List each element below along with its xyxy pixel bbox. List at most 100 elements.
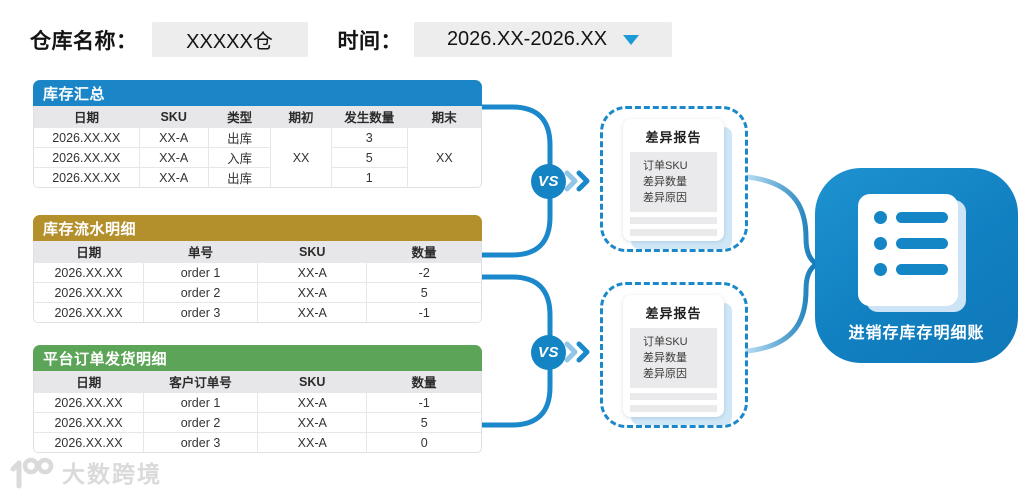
table-header-row: 日期 客户订单号 SKU 数量 <box>34 371 481 393</box>
cell-sku: XX-A <box>138 167 209 187</box>
cell-sku: XX-A <box>256 282 367 303</box>
cell-type: 出库 <box>207 127 271 148</box>
watermark: 大数跨境 <box>10 455 162 489</box>
cell-sku: XX-A <box>256 432 367 452</box>
table-row: 2026.XX.XX order 2 XX-A 5 <box>34 412 481 433</box>
report-field: 差异原因 <box>643 368 687 380</box>
column-header: 期初 <box>270 106 332 128</box>
warehouse-name-label: 仓库名称： <box>30 29 138 53</box>
list-row-icon <box>874 211 958 224</box>
inventory-summary-table: 库存汇总 日期 SKU 类型 期初 发生数量 期末 2026.XX.XX XX-… <box>33 80 482 188</box>
cell-order: order 3 <box>143 432 258 452</box>
difference-report-frame: 差异报告 订单SKU 差异数量 差异原因 <box>600 106 748 252</box>
chevron-right-icon <box>564 170 578 192</box>
cell-order: order 1 <box>143 262 258 283</box>
time-range-dropdown[interactable]: 2026.XX-2026.XX <box>414 22 672 57</box>
cell-qty: 5 <box>366 412 481 433</box>
column-header: 数量 <box>366 371 481 393</box>
ledger-document-icon <box>858 194 958 306</box>
cell-date: 2026.XX.XX <box>34 167 140 187</box>
column-header: 期末 <box>407 106 481 128</box>
inventory-flow-table: 库存流水明细 日期 单号 SKU 数量 2026.XX.XX order 1 X… <box>33 215 482 323</box>
placeholder-bar <box>630 405 717 412</box>
table-row: 2026.XX.XX XX-A 出库 XX 3 XX <box>34 127 481 187</box>
report-fields: 订单SKU 差异数量 差异原因 <box>630 152 717 212</box>
cell-date: 2026.XX.XX <box>34 302 144 322</box>
watermark-text: 大数跨境 <box>62 461 162 487</box>
cell-date: 2026.XX.XX <box>34 127 140 148</box>
cell-sku: XX-A <box>256 302 367 322</box>
table-row: 2026.XX.XX order 1 XX-A -2 <box>34 262 481 283</box>
cell-order: order 1 <box>143 392 258 413</box>
placeholder-bar <box>630 229 717 236</box>
ledger-output-label: 进销存库存明细账 <box>848 325 985 342</box>
placeholder-bar <box>630 393 717 400</box>
brand-logo-icon <box>10 457 54 489</box>
cell-order: order 3 <box>143 302 258 322</box>
report-title: 差异报告 <box>645 130 702 145</box>
platform-orders-table: 平台订单发货明细 日期 客户订单号 SKU 数量 2026.XX.XX orde… <box>33 345 482 453</box>
column-header: 日期 <box>34 106 140 128</box>
report-field: 差异数量 <box>643 352 687 364</box>
cell-order: order 2 <box>143 282 258 303</box>
time-label: 时间： <box>337 29 402 53</box>
converge-curve-bottom <box>745 262 818 354</box>
column-header: 单号 <box>143 241 258 263</box>
ledger-output-box: 进销存库存明细账 <box>815 168 1018 363</box>
table-row: 2026.XX.XX order 3 XX-A 0 <box>34 432 481 452</box>
cell-date: 2026.XX.XX <box>34 392 144 413</box>
cell-date: 2026.XX.XX <box>34 282 144 303</box>
column-header: SKU <box>257 241 367 263</box>
placeholder-bar <box>630 217 717 224</box>
caret-down-icon <box>623 34 640 45</box>
list-row-icon <box>874 263 958 276</box>
warehouse-name-field[interactable]: XXXXX仓 <box>151 22 308 57</box>
chevron-right-icon <box>564 341 578 363</box>
table-header-row: 日期 单号 SKU 数量 <box>34 241 481 263</box>
table-row: 2026.XX.XX XX-A 入库 5 <box>34 147 481 168</box>
difference-report-frame: 差异报告 订单SKU 差异数量 差异原因 <box>600 282 748 428</box>
vs-badge: VS <box>531 335 566 370</box>
time-range-value: 2026.XX-2026.XX <box>446 28 608 50</box>
report-title: 差异报告 <box>645 306 702 321</box>
column-header: 客户订单号 <box>143 371 258 393</box>
table-row: 2026.XX.XX order 1 XX-A -1 <box>34 392 481 413</box>
report-field: 订单SKU <box>643 336 688 348</box>
column-header: 日期 <box>34 371 144 393</box>
inventory-summary-title: 库存汇总 <box>33 80 482 106</box>
top-bar: 仓库名称： XXXXX仓 时间： 2026.XX-2026.XX <box>30 22 672 57</box>
cell-date: 2026.XX.XX <box>34 432 144 452</box>
cell-qty: 5 <box>330 147 408 168</box>
cell-date: 2026.XX.XX <box>34 147 140 168</box>
column-header: 日期 <box>34 241 144 263</box>
cell-qty: 5 <box>366 282 481 303</box>
cell-date: 2026.XX.XX <box>34 412 144 433</box>
cell-qty: 3 <box>330 127 408 148</box>
inventory-flow-title: 库存流水明细 <box>33 215 482 241</box>
column-header: SKU <box>257 371 367 393</box>
converge-curve-top <box>745 174 818 266</box>
cell-qty: -1 <box>366 392 481 413</box>
chevron-right-icon <box>576 170 590 192</box>
table-row: 2026.XX.XX order 3 XX-A -1 <box>34 302 481 322</box>
difference-report-card: 差异报告 订单SKU 差异数量 差异原因 <box>623 119 724 241</box>
cell-sku: XX-A <box>256 262 367 283</box>
column-header: 数量 <box>366 241 481 263</box>
cell-qty: -2 <box>366 262 481 283</box>
cell-sku: XX-A <box>256 392 367 413</box>
column-header: SKU <box>139 106 209 128</box>
report-field: 差异数量 <box>643 176 687 188</box>
report-field: 订单SKU <box>643 160 688 172</box>
cell-sku: XX-A <box>138 127 209 148</box>
cell-qty: -1 <box>366 302 481 322</box>
cell-sku: XX-A <box>256 412 367 433</box>
platform-orders-title: 平台订单发货明细 <box>33 345 482 371</box>
cell-closing-balance: XX <box>406 127 481 187</box>
column-header: 发生数量 <box>331 106 408 128</box>
cell-type: 入库 <box>207 147 271 168</box>
column-header: 类型 <box>208 106 271 128</box>
list-row-icon <box>874 237 958 250</box>
table-row: 2026.XX.XX XX-A 出库 1 <box>34 167 481 187</box>
cell-qty: 0 <box>366 432 481 452</box>
